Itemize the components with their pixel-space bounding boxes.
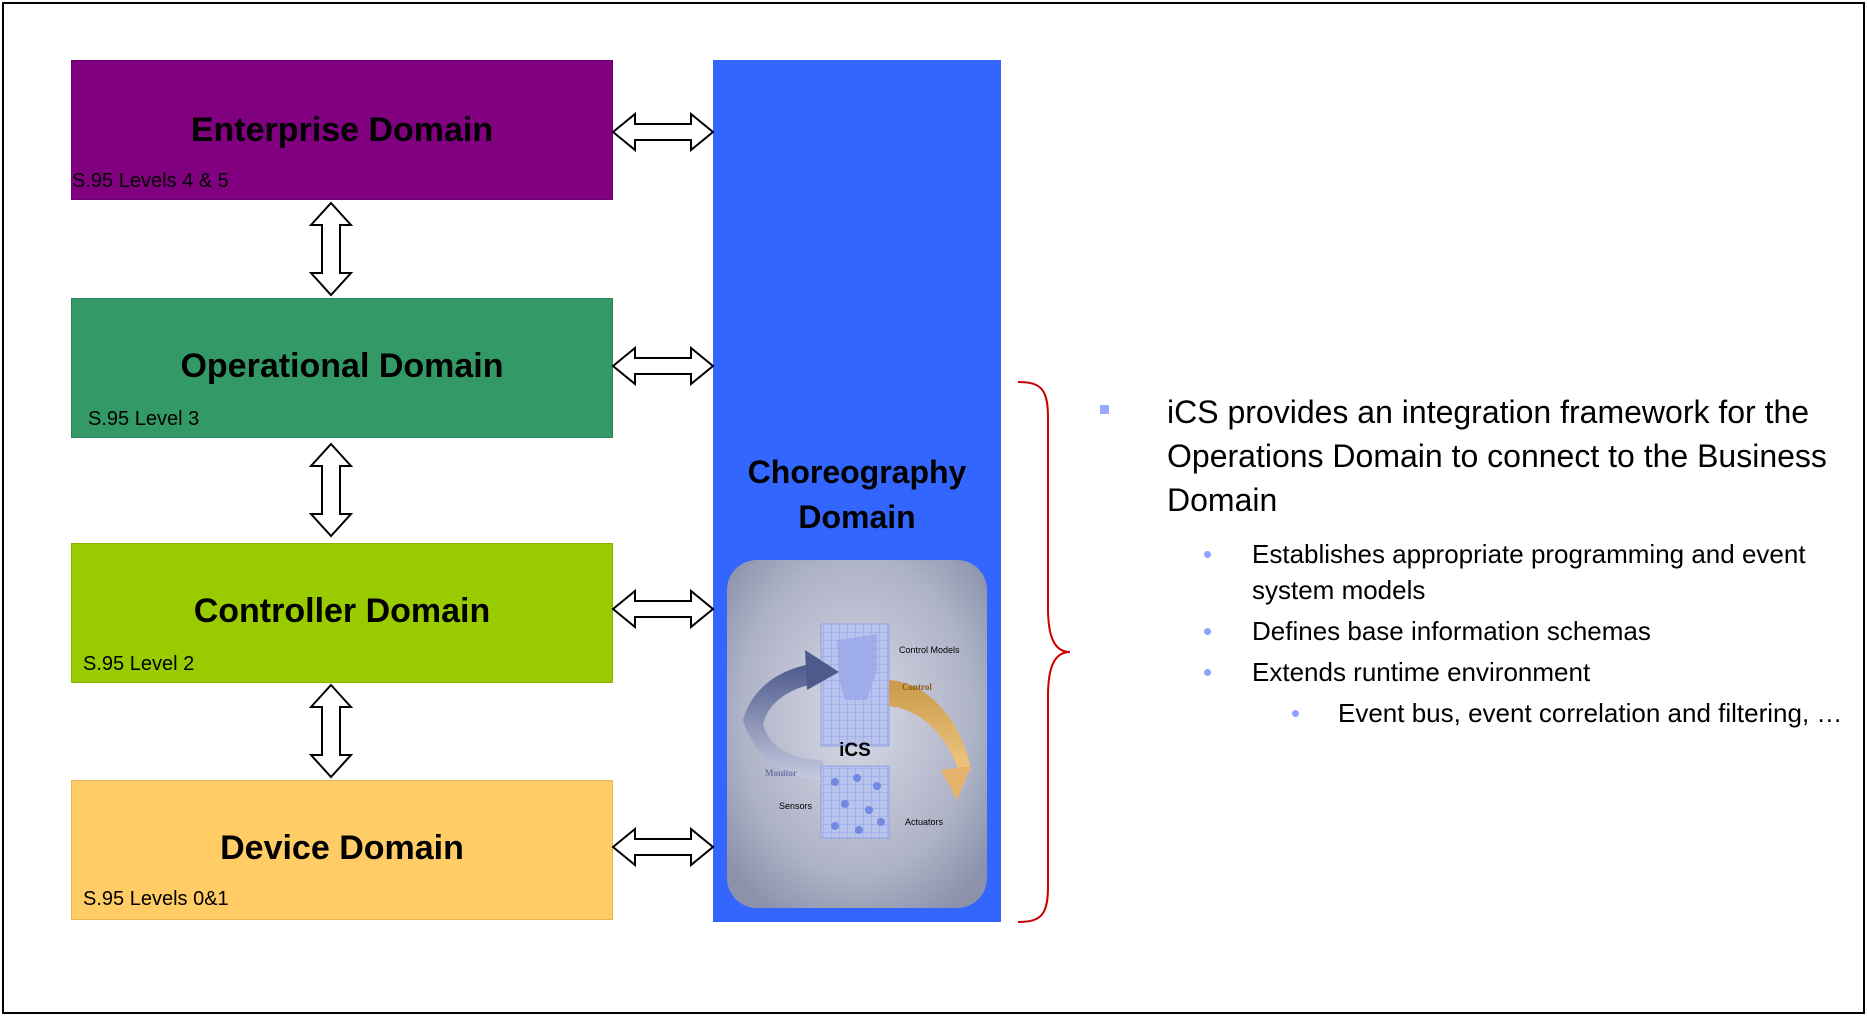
sub-bullet-text: Extends runtime environment [1252,657,1591,687]
sub-sub-bullet-text: Event bus, event correlation and filteri… [1338,698,1843,728]
ics-center-label: iCS [839,740,871,761]
controller-choreography-arrow-icon [611,588,715,630]
controller-domain-title: Controller Domain [193,592,491,630]
choreography-domain-title: Choreography Domain [713,450,1001,540]
monitor-label: Monitor [765,768,797,778]
choreography-domain-column: Choreography Domain [713,60,1001,922]
choreography-title-line2: Domain [798,499,916,535]
sub-bullet: Establishes appropriate programming and … [1100,536,1860,608]
enterprise-operational-arrow-icon [309,201,353,297]
enterprise-domain-box: Enterprise Domain S.95 Levels 4 & 5 [71,60,613,200]
sensors-label: Sensors [779,801,813,811]
control-arrow-icon [889,680,971,772]
operational-domain-title: Operational Domain [180,347,504,385]
device-domain-title: Device Domain [220,829,464,867]
sub-bullet-text: Defines base information schemas [1252,616,1651,646]
controller-domain-box: Controller Domain S.95 Level 2 [71,543,613,683]
enterprise-domain-title: Enterprise Domain [190,111,494,149]
control-models-label: Control Models [899,645,960,655]
dot-bullet-icon [1292,710,1299,717]
dot-bullet-icon [1204,669,1211,676]
monitor-arrow-icon [743,664,823,780]
controller-domain-levels: S.95 Level 2 [83,653,195,675]
bullet-main: iCS provides an integration framework fo… [1100,390,1860,522]
control-label: Control [902,682,932,692]
red-curly-brace [1017,381,1071,923]
choreography-title-line1: Choreography [747,454,967,490]
controller-device-arrow-icon [309,683,353,779]
enterprise-domain-levels: S.95 Levels 4 & 5 [72,170,229,192]
sub-sub-bullet: Event bus, event correlation and filteri… [1100,695,1860,731]
operational-domain-levels: S.95 Level 3 [88,408,200,430]
device-domain-levels: S.95 Levels 0&1 [83,888,229,910]
device-domain-box: Device Domain S.95 Levels 0&1 [71,780,613,920]
square-bullet-icon [1100,405,1109,414]
bullet-main-text: iCS provides an integration framework fo… [1167,394,1827,518]
actuators-label: Actuators [905,817,944,827]
dot-bullet-icon [1204,551,1211,558]
sub-bullet-text: Establishes appropriate programming and … [1252,539,1806,605]
operational-choreography-arrow-icon [611,345,715,387]
enterprise-choreography-arrow-icon [611,111,715,153]
sub-bullet: Defines base information schemas [1100,613,1860,649]
device-choreography-arrow-icon [611,826,715,868]
sub-bullet: Extends runtime environment [1100,654,1860,690]
operational-domain-box: Operational Domain S.95 Level 3 [71,298,613,438]
operational-controller-arrow-icon [309,442,353,538]
dot-bullet-icon [1204,628,1211,635]
bullet-list: iCS provides an integration framework fo… [1100,390,1860,731]
ics-graphic: iCS Control Models Control Monitor Senso… [727,560,987,908]
